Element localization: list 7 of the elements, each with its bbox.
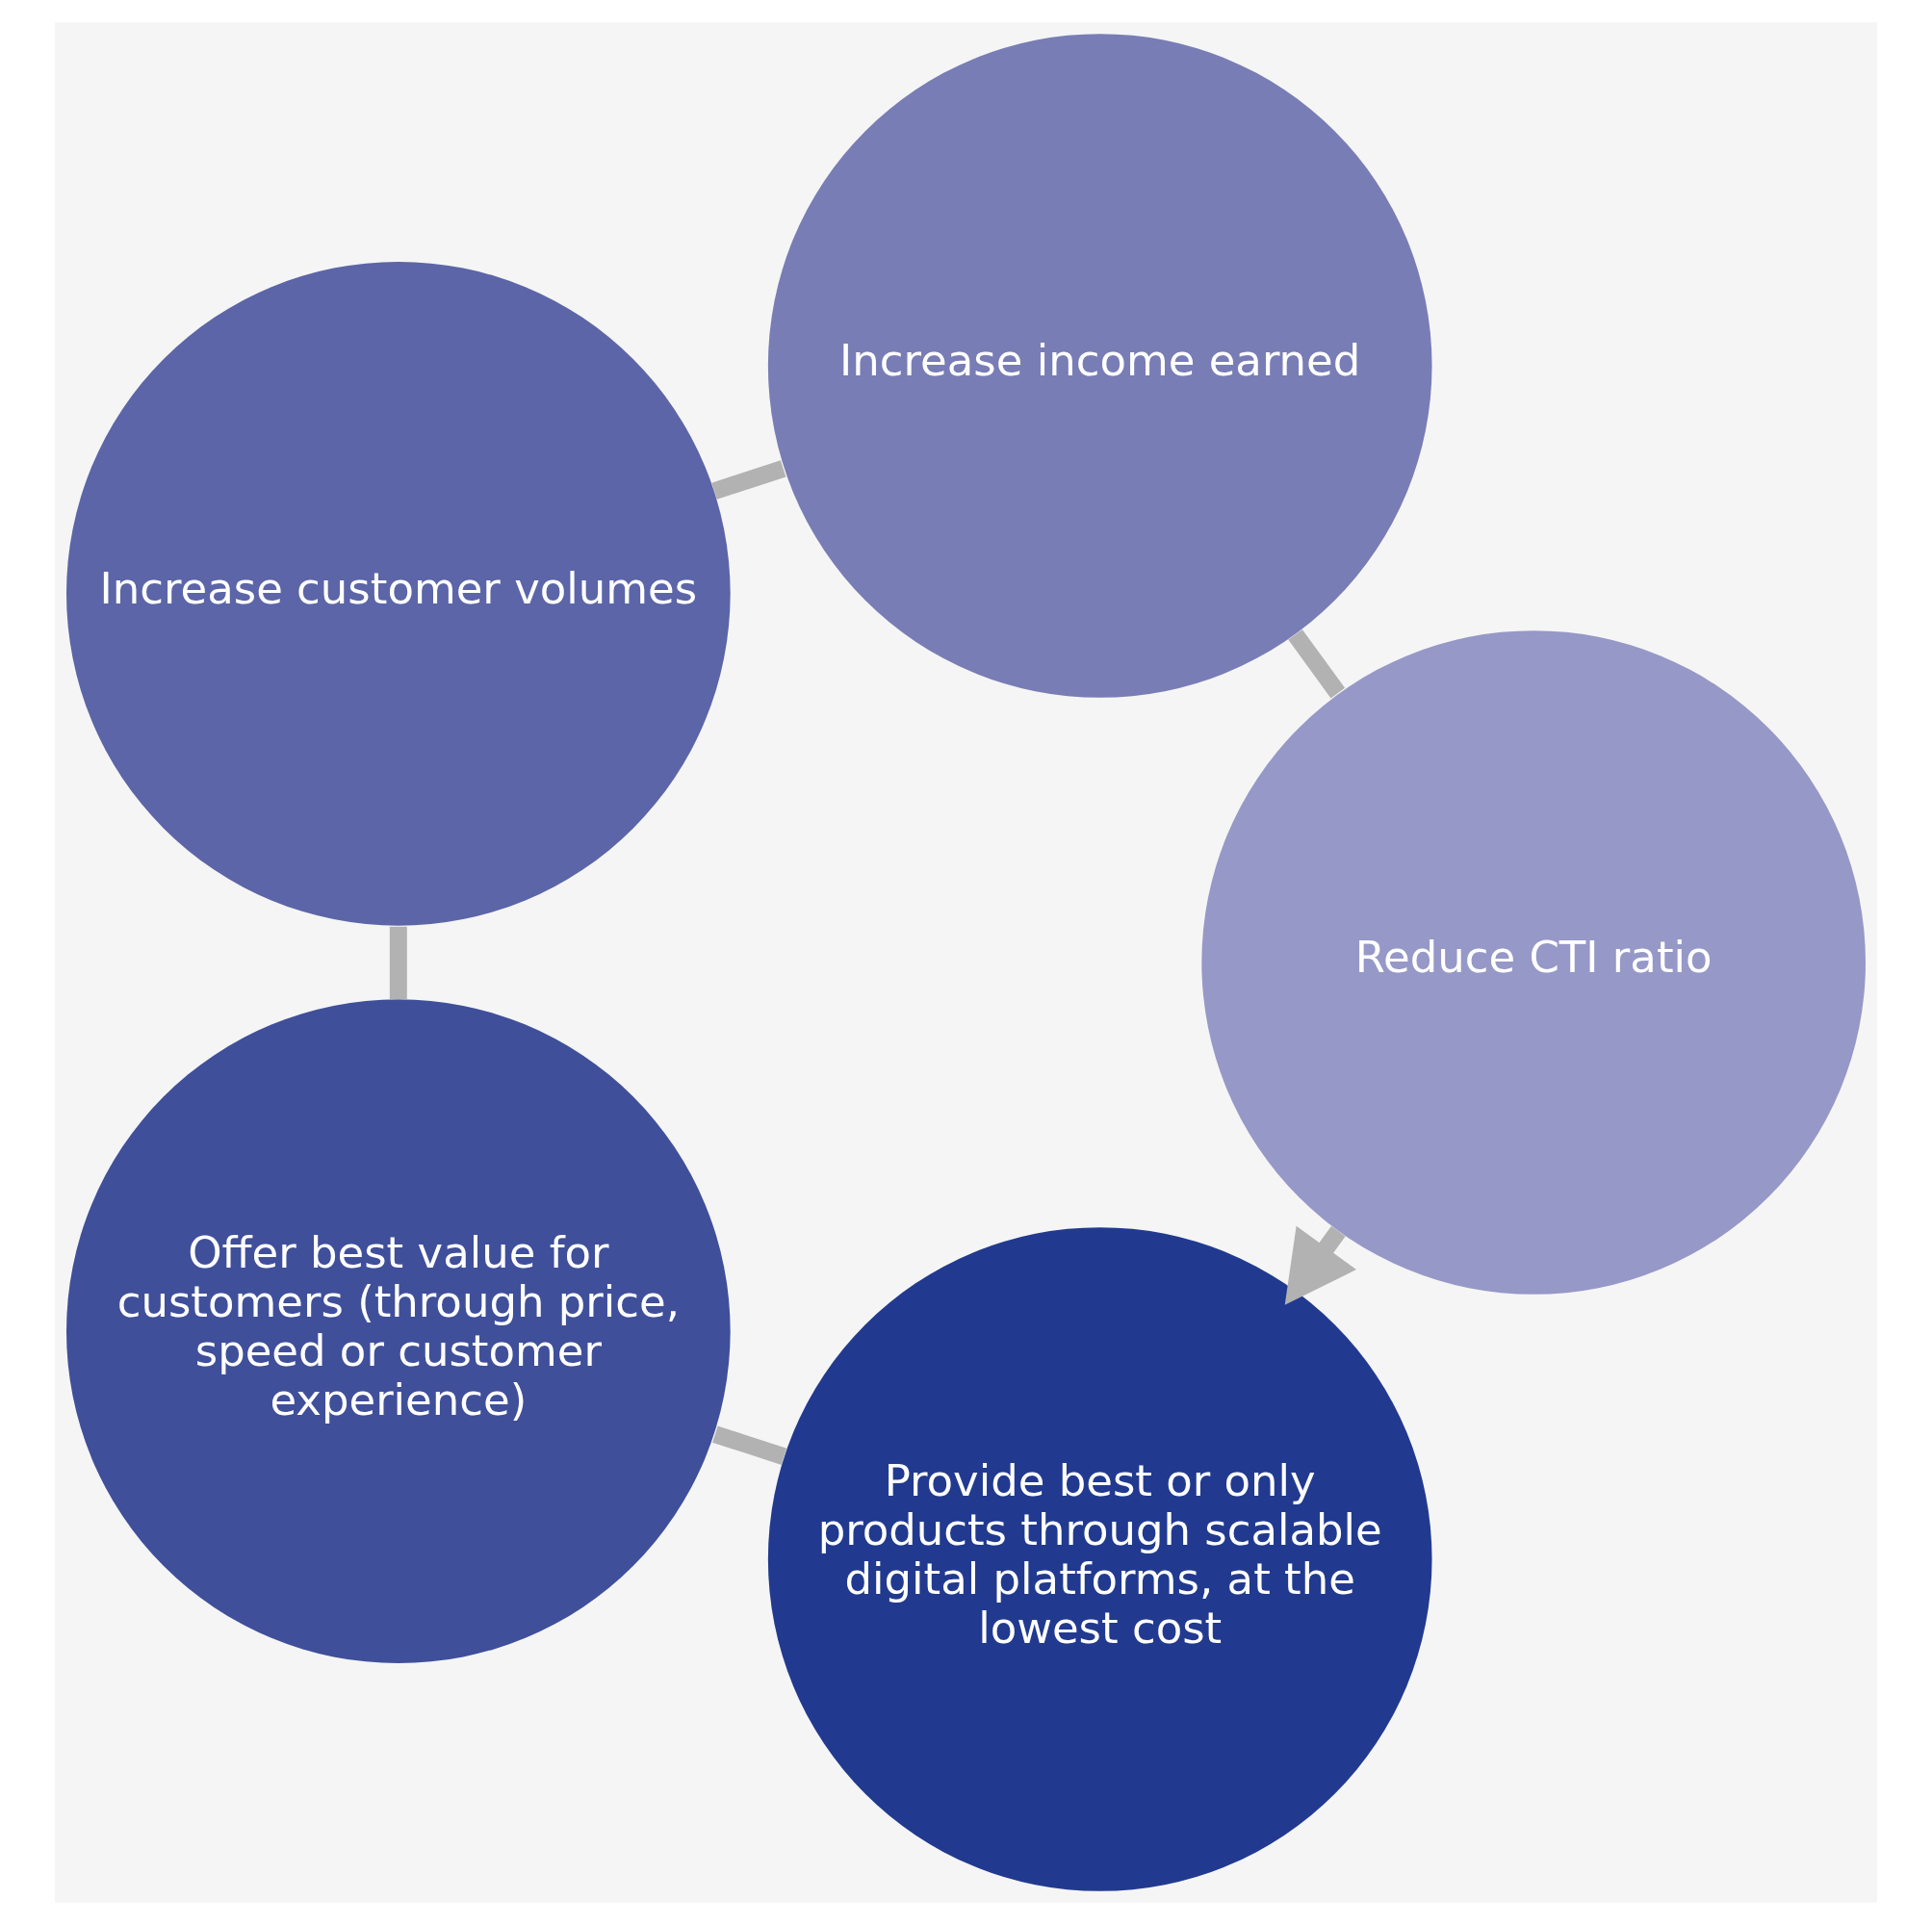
node-circle: Increase customer volumes [66, 262, 731, 926]
connector [1288, 629, 1346, 699]
arrow [1284, 1225, 1356, 1305]
connector [712, 1425, 787, 1465]
connector [389, 926, 407, 1000]
connector [711, 460, 786, 500]
node-circle: Offer best value for customers (through price, speed or customer experience) [66, 999, 731, 1663]
